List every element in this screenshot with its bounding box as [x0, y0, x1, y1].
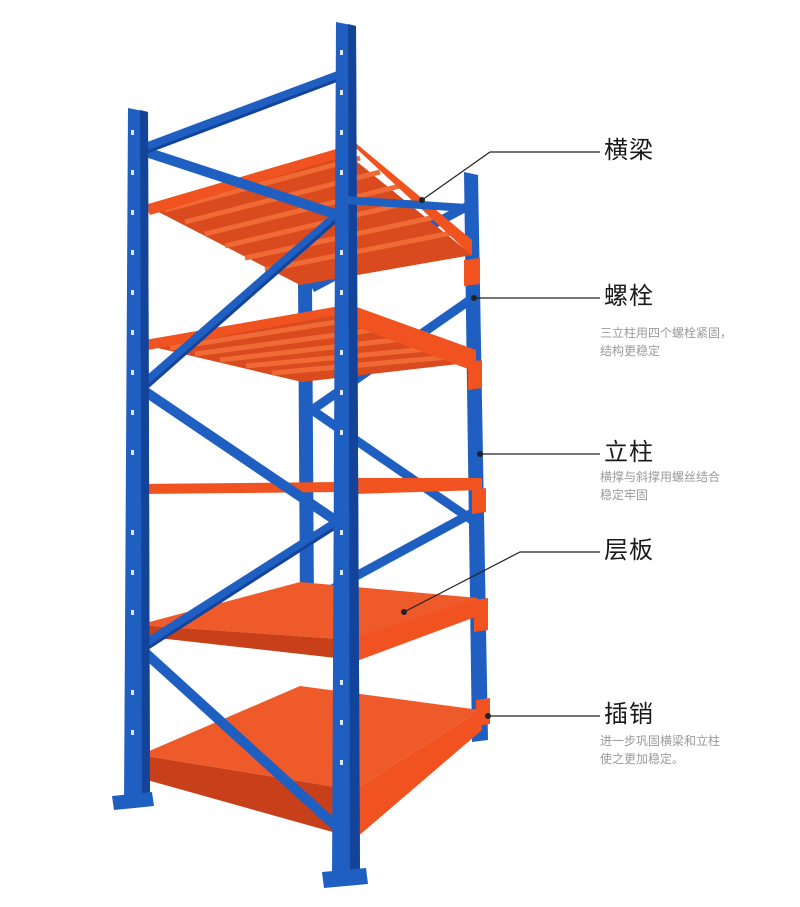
- leader-dots: [401, 197, 491, 719]
- callout-title-pin: 插销: [604, 700, 654, 728]
- connector-plate: [472, 488, 486, 514]
- callout-desc-line: 三立柱用四个螺栓紧固，: [600, 326, 733, 340]
- callout-desc-line: 结构更稳定: [600, 344, 661, 358]
- leader-panel: [403, 551, 600, 613]
- leader-beam: [421, 151, 600, 201]
- callout-desc-line: 横撑与斜撑用螺丝结合: [600, 470, 721, 484]
- front-beam: [354, 598, 478, 662]
- shelf-level-4: [138, 582, 478, 662]
- connector-plate: [476, 698, 490, 726]
- front-beam: [354, 478, 482, 494]
- front-frame: [112, 22, 368, 888]
- shelf-level-5: [140, 686, 482, 838]
- callout-desc-upright: 横撑与斜撑用螺丝结合 稳定牢固: [600, 468, 770, 504]
- callout-title-panel: 层板: [604, 536, 654, 564]
- front-beam: [345, 138, 472, 256]
- side-beam: [138, 482, 340, 494]
- callout-desc-line: 使之更加稳定。: [600, 752, 685, 766]
- shelf-level-2: [145, 306, 476, 382]
- callout-title-beam: 横梁: [604, 136, 654, 164]
- right-frame: [343, 196, 490, 726]
- connector-plate: [468, 360, 482, 390]
- callout-title-upright: 立柱: [604, 438, 654, 466]
- back-right-upright: [464, 172, 488, 742]
- callout-desc-bolt: 三立柱用四个螺栓紧固， 结构更稳定: [600, 324, 770, 360]
- base-plate: [112, 792, 154, 810]
- front-beam: [354, 306, 476, 372]
- shelf-level-1: [145, 138, 472, 285]
- leader-lines: [403, 151, 600, 717]
- callout-desc-line: 进一步巩固横梁和立柱: [600, 734, 721, 748]
- connector-plate: [464, 258, 480, 286]
- callout-title-bolt: 螺栓: [604, 282, 654, 310]
- connector-plate: [474, 598, 488, 632]
- front-beam: [354, 710, 482, 838]
- callout-desc-line: 稳定牢固: [600, 488, 649, 502]
- base-plate: [322, 868, 368, 888]
- callout-desc-pin: 进一步巩固横梁和立柱 使之更加稳定。: [600, 732, 770, 768]
